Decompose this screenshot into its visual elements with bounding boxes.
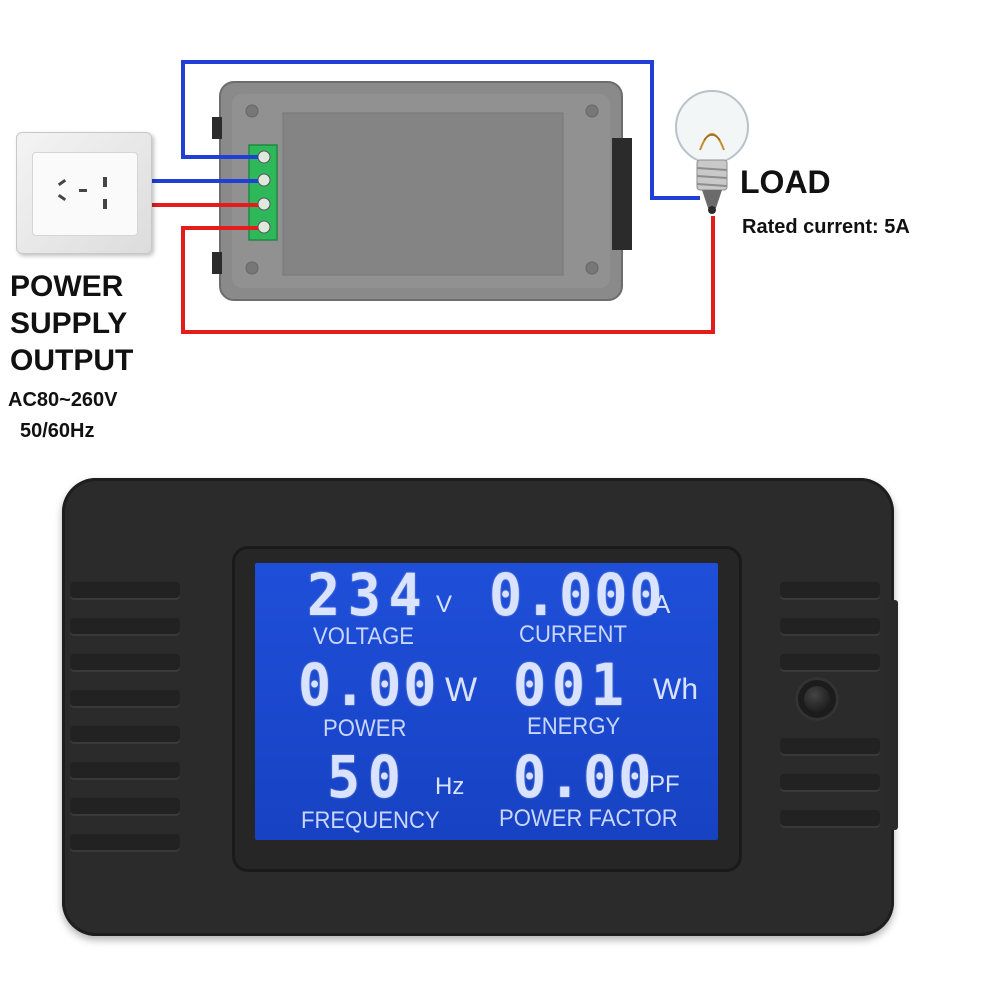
power-factor-unit: PF [649,771,680,798]
vent-rib [780,654,880,672]
load-rated-current: Rated current: 5A [742,216,910,238]
frequency-unit: Hz [435,773,465,800]
vent-rib [780,738,880,756]
vent-rib [70,618,180,636]
vent-rib [780,774,880,792]
power-label: POWER [323,715,407,742]
energy-label: ENERGY [527,713,621,740]
power-factor-label: POWER FACTOR [499,805,678,832]
wall-outlet-icon [32,152,138,236]
wiring-diagram [110,60,749,334]
vent-rib [70,654,180,672]
outlet-slot [79,189,87,192]
vent-rib [70,726,180,744]
supply-label-line2: SUPPLY [10,307,128,340]
vent-rib [70,834,180,852]
voltage-unit: V [436,591,453,618]
supply-frequency: 50/60Hz [20,420,95,442]
meter-button[interactable] [804,686,830,712]
energy-unit: Wh [653,673,698,706]
current-label: CURRENT [519,621,627,648]
current-unit: A [653,589,671,619]
terminal-block [248,144,278,241]
frequency-label: FREQUENCY [301,807,440,834]
light-bulb-icon [675,90,749,214]
outlet-slot [103,177,107,187]
vent-rib [780,810,880,828]
supply-label-line3: OUTPUT [10,344,134,377]
vent-rib [70,798,180,816]
outlet-slot [103,199,107,209]
voltage-label: VOLTAGE [313,623,415,650]
vent-rib [70,762,180,780]
frequency-value: 50 [327,743,409,811]
vent-rib [780,582,880,600]
lcd-screen: 234 V VOLTAGE 0.000 A CURRENT 0.00 W POW… [255,561,718,840]
energy-value: 001 [513,651,630,719]
voltage-value: 234 [307,561,430,629]
power-factor-value: 0.00 [513,743,654,811]
power-value: 0.00 [298,651,439,719]
vent-rib [70,582,180,600]
supply-label-line1: POWER [10,270,124,303]
side-clip [884,600,898,830]
supply-voltage: AC80~260V [8,389,118,411]
vent-rib [780,618,880,636]
load-title: LOAD [740,164,831,200]
current-value: 0.000 [489,561,665,629]
vent-rib [70,690,180,708]
small-meter-module [212,81,632,301]
power-unit: W [445,671,478,709]
